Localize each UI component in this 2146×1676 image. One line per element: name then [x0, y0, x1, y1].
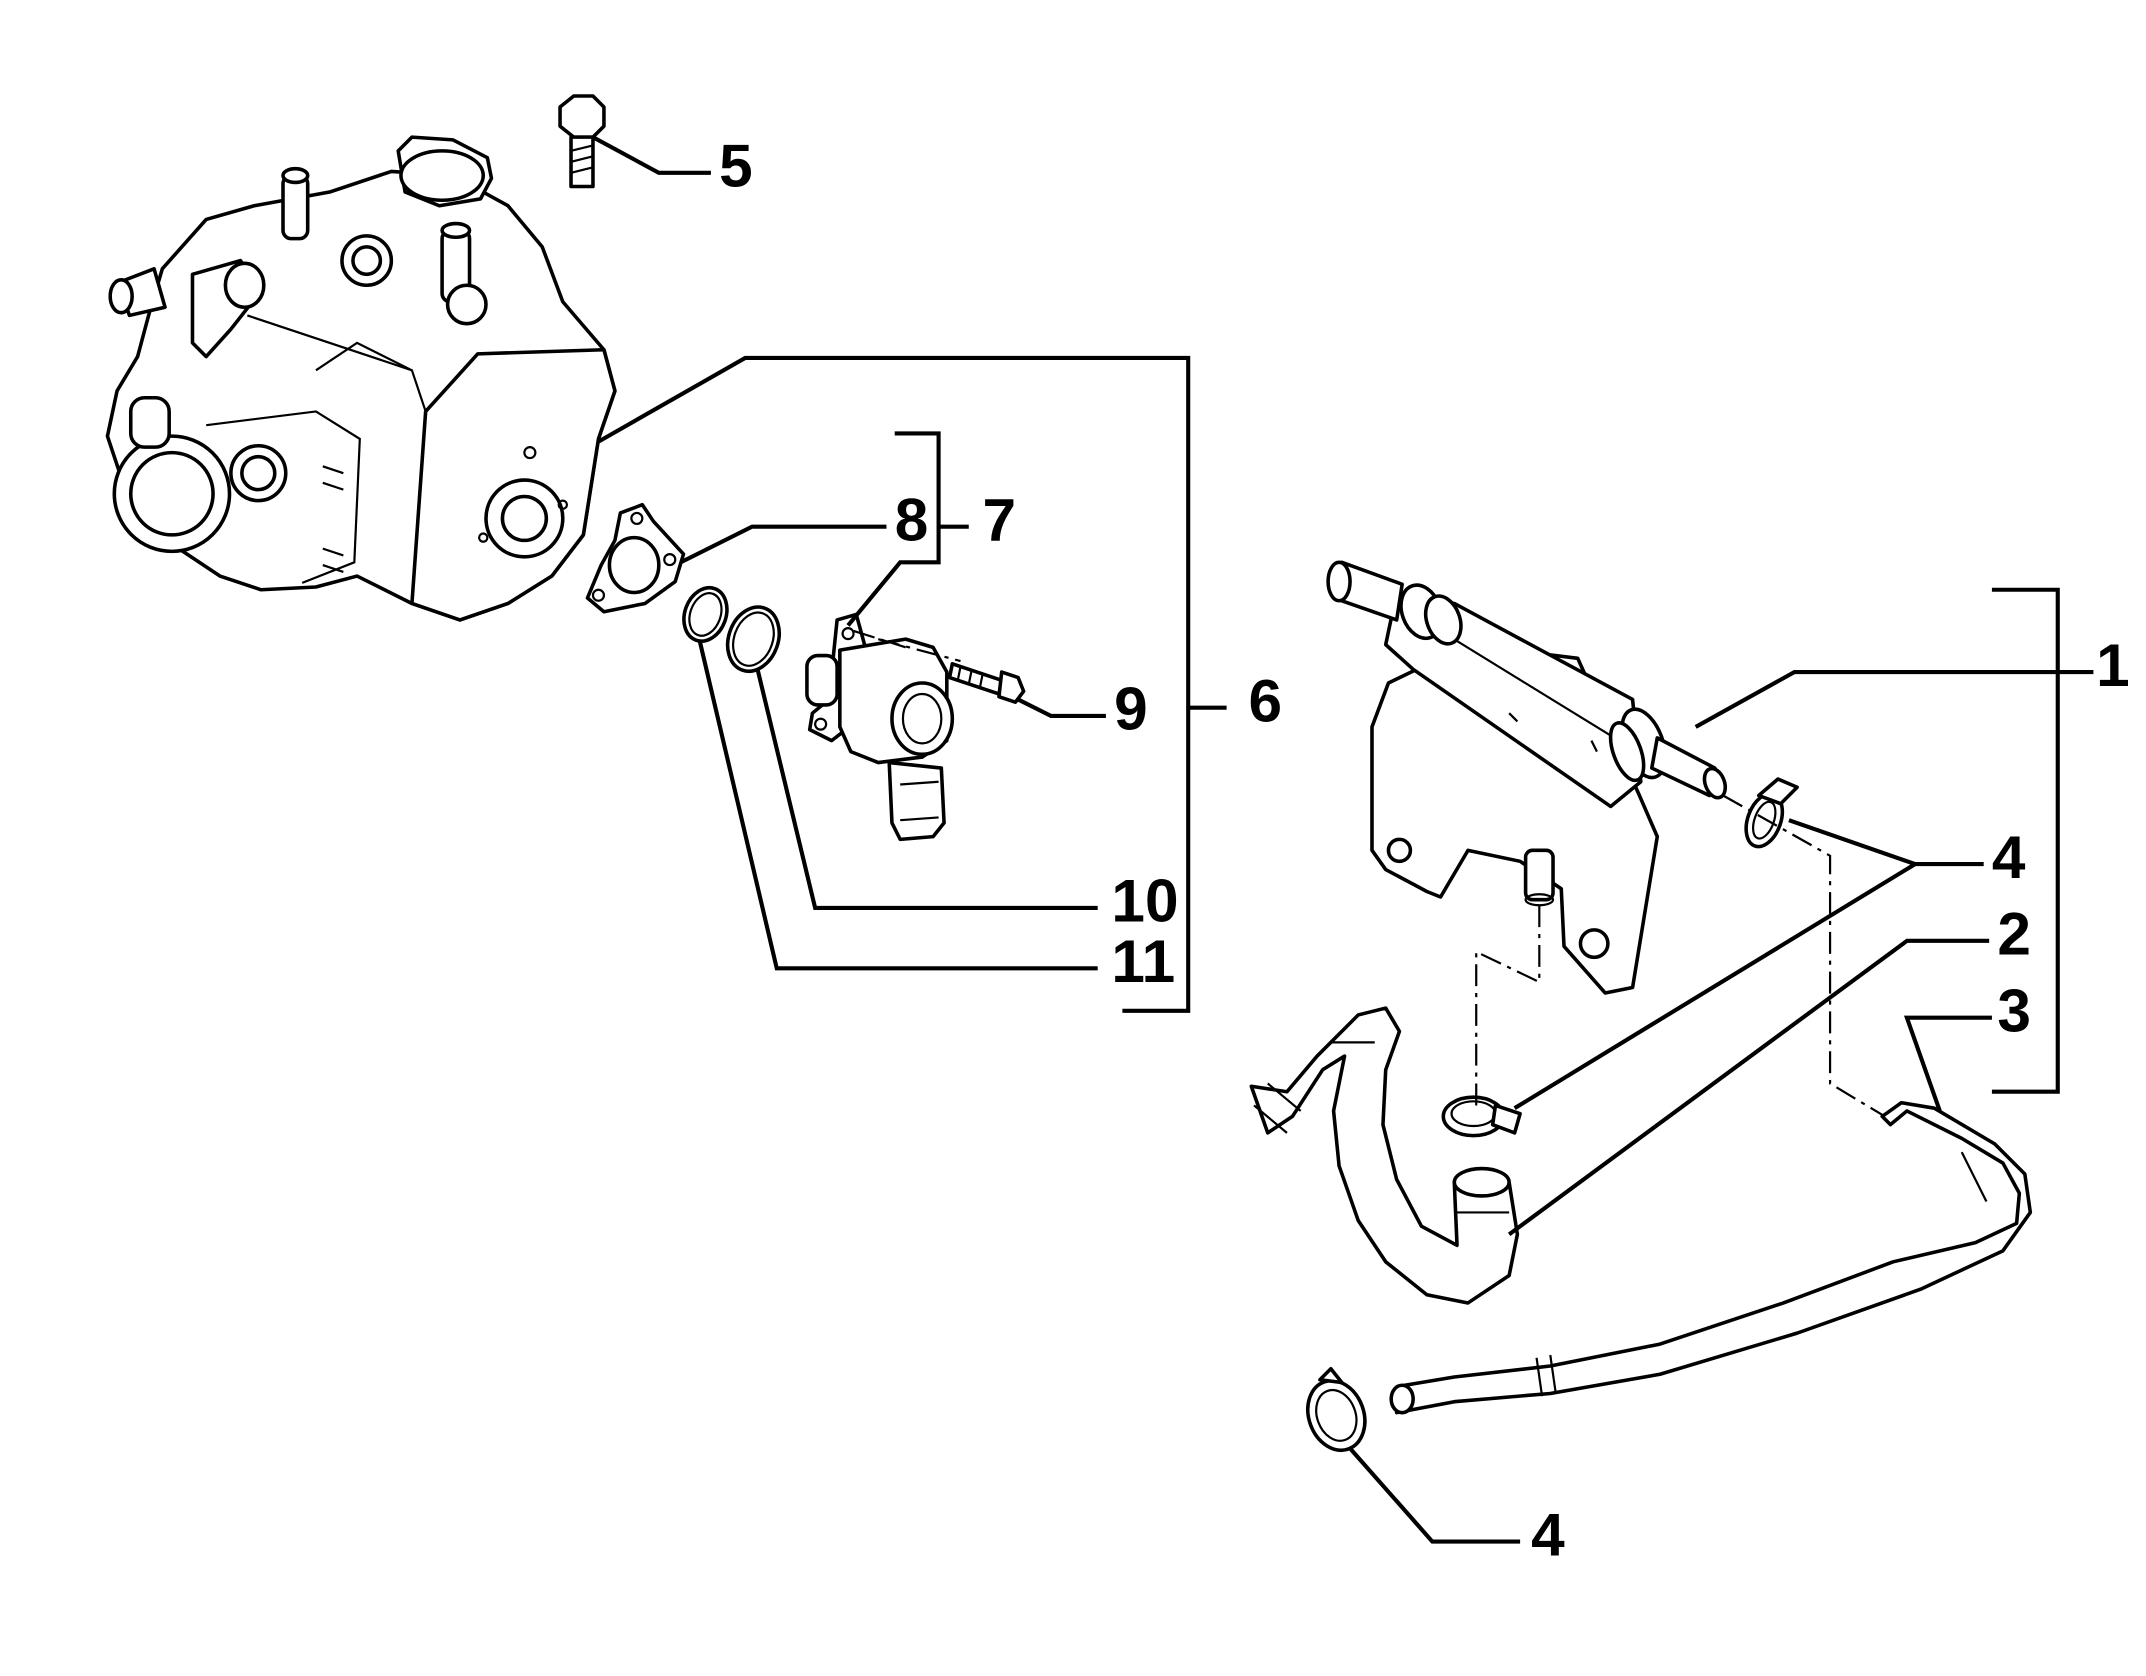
leader-lines [591, 135, 2094, 1544]
fuel-pipe-part-3 [1389, 1100, 2033, 1415]
callout-10: 10 [1111, 867, 1178, 935]
callout-4-upper: 4 [1992, 823, 2026, 891]
o-ring-part-10 [725, 605, 782, 673]
hose-clamp-lower-part-4 [1306, 1366, 1367, 1452]
screw-part-9 [947, 662, 1026, 705]
callout-9: 9 [1114, 675, 1148, 743]
callout-3: 3 [1997, 976, 2031, 1044]
o-ring-part-11 [682, 585, 729, 643]
callout-8: 8 [895, 485, 929, 553]
high-pressure-pump [105, 135, 617, 622]
callout-4-lower: 4 [1531, 1500, 1565, 1568]
callout-11: 11 [1111, 927, 1175, 995]
gasket-part-8 [585, 502, 686, 614]
callout-7: 7 [982, 485, 1016, 553]
hose-clamp-middle-part-4 [1441, 1095, 1522, 1138]
valve-axis-dash [853, 629, 961, 663]
pressure-regulator-valve-part-7 [805, 612, 955, 842]
callout-5: 5 [719, 132, 753, 200]
bolt-part-5 [558, 94, 606, 189]
assembly-line-outlet [1722, 794, 1886, 1118]
callout-6: 6 [1249, 666, 1283, 734]
callout-2: 2 [1997, 900, 2031, 968]
hose-clamp-upper-part-4 [1744, 777, 1799, 849]
fuel-hose-part-2 [1249, 1006, 1520, 1305]
assembly-line-bottom [1475, 905, 1541, 1106]
callout-1: 1 [2096, 631, 2130, 699]
fuel-filter-housing-part-1 [1326, 560, 1728, 995]
